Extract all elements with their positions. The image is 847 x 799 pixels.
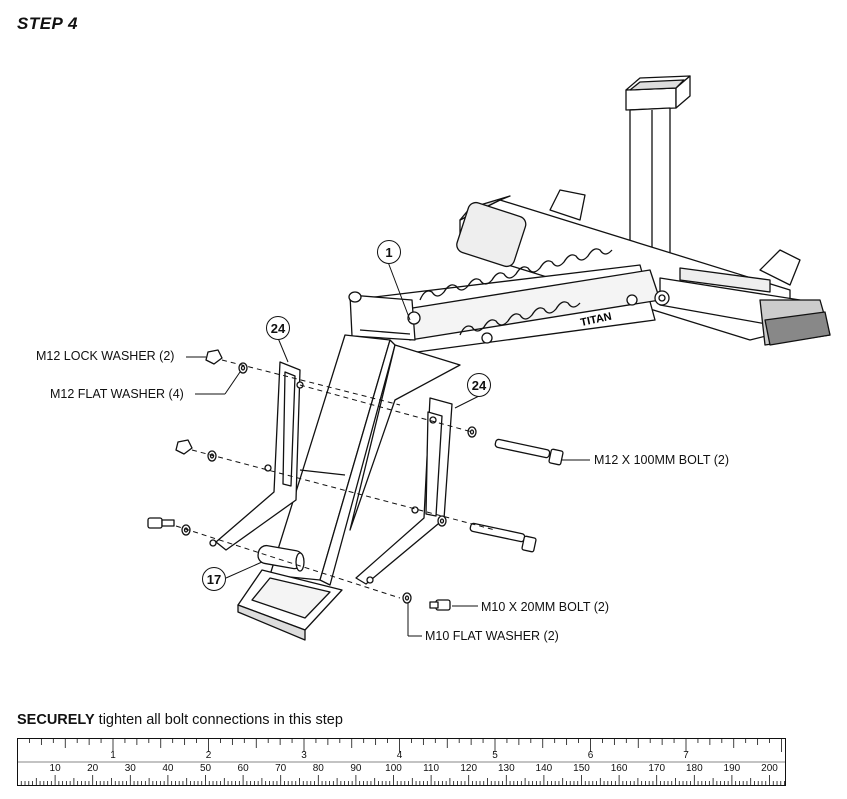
assembly-lines [175,359,496,599]
ruler-inch-label: 1 [110,750,116,761]
m10-bolts [147,517,451,611]
m12-lock-washer-nuts [175,349,223,455]
ruler-mm-label: 10 [50,763,62,774]
ruler-mm-label: 200 [761,763,778,774]
ruler-mm-label: 50 [200,763,212,774]
ruler-mm-label: 110 [423,763,439,774]
ruler-mm-label: 100 [385,763,402,774]
ruler-mm-label: 140 [536,763,553,774]
callout-part-24-left: 24 [266,316,290,340]
measurement-ruler: 10 20 30 40 50 60 70 80 90 100 110 120 130 140 150 160 1… [17,738,786,786]
ruler-mm-label: 180 [686,763,703,774]
ruler-mm-label: 30 [125,763,137,774]
label-m12-bolt: M12 X 100MM BOLT (2) [594,453,729,467]
ruler-inch-label: 3 [301,750,307,761]
main-rail [349,248,670,356]
ruler-mm-label: 120 [460,763,477,774]
callout-part-17: 17 [202,567,226,591]
note-text: tighten all bolt connections in this ste… [94,712,343,728]
ruler-inch-label: 2 [206,750,212,761]
m12-bolt-lower [469,522,537,553]
ruler-mm-label: 190 [724,763,741,774]
ruler-mm-label: 150 [573,763,590,774]
assembly-diagram: TITAN [147,75,831,641]
ruler-mm-label: 80 [313,763,325,774]
ruler-inch-label: 4 [397,750,403,761]
ruler-mm-label: 70 [275,763,287,774]
front-handle [348,291,421,341]
ruler-inch-label: 5 [492,750,498,761]
label-m10-flat-washer: M10 FLAT WASHER (2) [425,629,559,643]
m12-flat-washers [207,362,477,527]
foot-pad [237,569,343,641]
leader-lines [186,261,590,637]
step-title: STEP 4 [17,14,78,33]
ruler-mm-label: 160 [611,763,628,774]
ruler-mm-label: 60 [238,763,250,774]
label-m12-flat-washer: M12 FLAT WASHER (4) [50,387,184,401]
ruler-inch-label: 6 [588,750,594,761]
callout-part-1: 1 [377,240,401,264]
ruler-mm-label: 130 [498,763,515,774]
note-emphasis: SECURELY [17,712,95,728]
left-bracket-plate [209,361,304,551]
ruler-mm-label: 170 [648,763,665,774]
callout-part-24-right: 24 [467,373,491,397]
instruction-note: SECURELY tighten all bolt connections in… [17,712,343,728]
label-m12-lock-washer: M12 LOCK WASHER (2) [36,349,175,363]
m12-bolt-upper [494,438,564,466]
label-m10-bolt: M10 X 20MM BOLT (2) [481,600,610,614]
ruler-mm-label: 40 [162,763,174,774]
ruler-mm-label: 20 [87,763,99,774]
front-leg [269,334,461,586]
ruler-mm-label: 90 [350,763,362,774]
ruler-inch-label: 7 [683,750,689,761]
